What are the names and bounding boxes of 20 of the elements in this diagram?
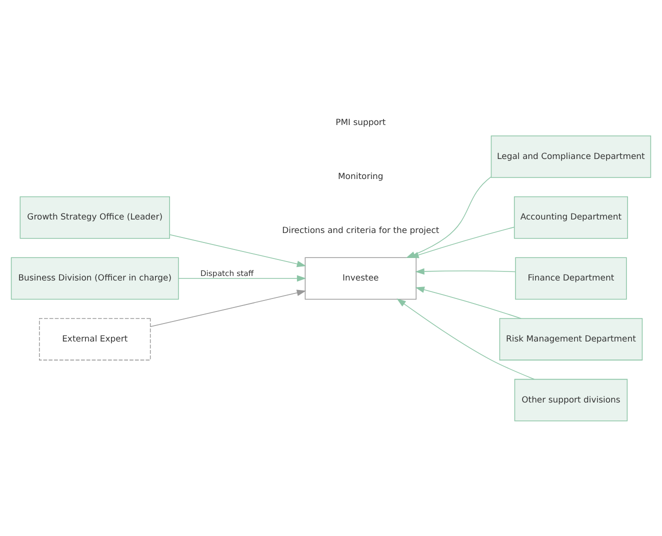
arrow: [415, 286, 522, 319]
node-box: Legal and Compliance Department: [490, 136, 652, 178]
arrow: [415, 268, 516, 275]
arrow: [169, 234, 306, 268]
node-box: Investee: [304, 257, 416, 300]
node-box: Other support divisions: [514, 378, 628, 422]
arrow: [150, 290, 306, 328]
node-box: External Expert: [39, 318, 151, 360]
node-box: Business Division (Officer in charge): [10, 257, 179, 300]
arrow: [178, 275, 306, 282]
label: PMI support: [336, 116, 386, 127]
node-box: Accounting Department: [514, 196, 628, 239]
label: Directions and criteria for the project: [282, 224, 440, 235]
node-box: Risk Management Department: [499, 318, 643, 360]
node-box: Growth Strategy Office (Leader): [20, 196, 170, 239]
label: Monitoring: [338, 170, 384, 181]
arrow: [396, 298, 535, 380]
node-box: Finance Department: [515, 257, 627, 300]
arrow: [410, 226, 515, 258]
edge-label: Dispatch staff: [200, 269, 254, 278]
